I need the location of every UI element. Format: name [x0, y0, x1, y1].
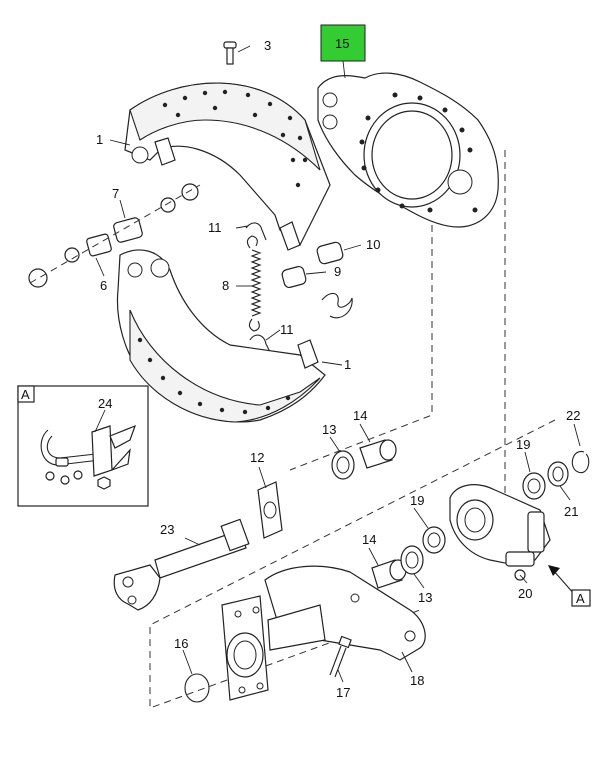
brake-spider[interactable] [317, 72, 499, 228]
slack-adjuster[interactable] [449, 484, 551, 581]
bolt-17[interactable] [329, 635, 352, 678]
callout-13-lower: 13 [418, 590, 432, 605]
callout-14-upper: 14 [353, 408, 367, 423]
spring-clip-lower[interactable] [249, 334, 271, 353]
callout-20: 20 [518, 586, 532, 601]
anchor-pin-left[interactable] [28, 183, 199, 288]
bushing-14-upper[interactable] [359, 439, 397, 469]
wire-clip[interactable] [321, 292, 353, 319]
callout-10: 10 [366, 237, 380, 252]
callout-1-upper: 1 [96, 132, 103, 147]
seal-13-upper[interactable] [331, 450, 355, 480]
callout-14-lower: 14 [362, 532, 376, 547]
brake-shoe-lower[interactable] [116, 249, 326, 423]
part-15-highlight [320, 24, 366, 62]
callout-23: 23 [160, 522, 174, 537]
callout-6: 6 [100, 278, 107, 293]
callout-7: 7 [112, 186, 119, 201]
callout-21: 21 [564, 504, 578, 519]
washer-19-right[interactable] [522, 472, 546, 500]
callout-18: 18 [410, 673, 424, 688]
callout-19-left: 19 [410, 493, 424, 508]
view-a-marker [571, 589, 591, 607]
rivet[interactable] [223, 41, 237, 65]
snap-ring-16[interactable] [184, 673, 210, 703]
callout-19-right: 19 [516, 437, 530, 452]
return-spring[interactable] [246, 235, 262, 332]
inset-a-panel: A [17, 385, 149, 507]
inset-hardware[interactable] [45, 457, 111, 490]
callout-24: 24 [98, 396, 112, 411]
callout-13-upper: 13 [322, 422, 336, 437]
washer-19-left[interactable] [422, 526, 446, 554]
bushing-9[interactable] [281, 265, 307, 289]
s-camshaft[interactable] [113, 518, 250, 611]
callout-12: 12 [250, 450, 264, 465]
inset-a-label: A [21, 387, 30, 402]
callout-9: 9 [334, 264, 341, 279]
callout-8: 8 [222, 278, 229, 293]
callout-3: 3 [264, 38, 271, 53]
seal-13-lower[interactable] [400, 545, 424, 575]
callout-11-upper: 11 [208, 220, 222, 235]
view-a-label: A [576, 591, 585, 606]
callout-16: 16 [174, 636, 188, 651]
chamber-bracket[interactable] [221, 565, 426, 701]
callout-11-lower: 11 [280, 322, 294, 337]
callout-17: 17 [336, 685, 350, 700]
bushing-10[interactable] [316, 241, 344, 265]
callout-22: 22 [566, 408, 580, 423]
bushing-14-lower[interactable] [371, 559, 407, 589]
brake-shoe-upper[interactable] [124, 82, 331, 251]
callout-15: 15 [335, 36, 349, 51]
washer-21[interactable] [547, 461, 569, 487]
cam-spacer-plate[interactable] [257, 481, 283, 539]
snap-ring-22[interactable] [571, 451, 590, 474]
callout-1-lower: 1 [344, 357, 351, 372]
